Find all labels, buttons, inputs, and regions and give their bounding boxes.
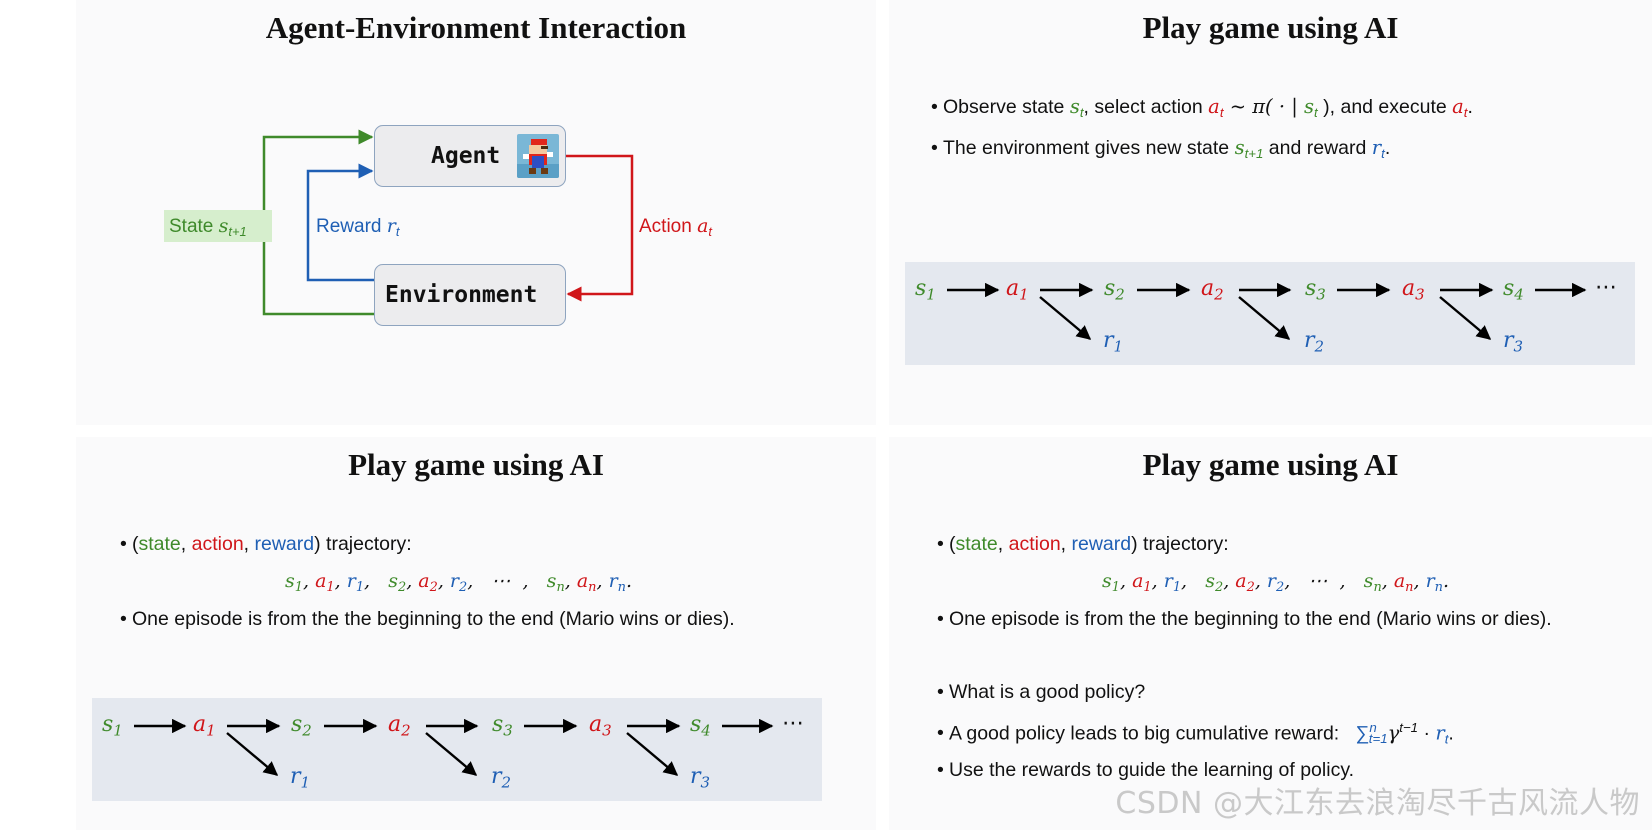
panel-agent-environment: Agent-Environment Interaction Agent [76,0,876,425]
chain-r1: r1 [290,764,311,792]
panel-title: Play game using AI [1142,447,1399,482]
action-arrow [566,154,634,302]
chain-r3: r3 [1503,328,1524,356]
environment-label: Environment [385,282,538,308]
bullet-episode: •One episode is from the the beginning t… [120,608,735,630]
mario-icon [517,134,559,178]
bullet-good-policy-question: •What is a good policy? [937,681,1146,703]
environment-box: Environment [374,264,566,326]
chain-a2: a2 [388,712,411,740]
panel-title: Play game using AI [348,447,604,482]
reward-arrow [306,163,374,282]
bullet-cumulative-reward: •A good policy leads to big cumulative r… [937,720,1454,747]
chain-s1: s1 [915,276,936,304]
chain-s2: s2 [1104,276,1125,304]
chain-s2: s2 [291,712,312,740]
trajectory-chain-bottom: s1 a1 r1 s2 a2 r2 s3 a3 r3 s4 ⋯ [92,698,822,801]
trajectory-sequence: s1, a1, r1, s2, a2, r2, ⋯ , sn, an, rn. [285,570,633,595]
chain-s3: s3 [1305,276,1326,304]
chain-s3: s3 [492,712,513,740]
agent-label: Agent [431,143,501,169]
bullet-trajectory: •(state, action, reward) trajectory: [937,533,1229,555]
chain-arrows [947,282,1587,340]
chain-s1: s1 [102,712,123,740]
chain-arrows [134,718,774,776]
state-label: State st+1 [169,215,247,239]
sum-symbol: ∑ [1355,722,1370,745]
reward-label: Reward rt [316,215,400,239]
trajectory-chain-top: s1 a1 r1 s2 a2 r2 s3 a3 r3 s4 ⋯ [905,262,1635,365]
watermark: CSDN @大江东去浪淘尽千古风流人物 [1115,786,1640,821]
bullet-use-rewards: •Use the rewards to guide the learning o… [937,759,1355,781]
trajectory-sequence: s1, a1, r1, s2, a2, r2, ⋯ , sn, an, rn. [1102,570,1450,595]
bullet-observe: •Observe state st, select action at ~ π(… [931,95,1473,120]
chain-r1: r1 [1103,328,1124,356]
chain-a1: a1 [193,712,216,740]
chain-s4: s4 [690,712,711,740]
chain-a3: a3 [589,712,612,740]
chain-ellipsis: ⋯ [782,710,804,735]
panel-play-game-3: Play game using AI •(state, action, rewa… [889,437,1652,830]
chain-nodes: s1 a1 r1 s2 a2 r2 s3 a3 r3 s4 ⋯ [92,698,822,801]
panel-title: Play game using AI [1142,10,1399,45]
chain-nodes: s1 a1 r1 s2 a2 r2 s3 a3 r3 s4 ⋯ [905,262,1635,365]
panel-title: Agent-Environment Interaction [265,10,687,45]
bullet-env: •The environment gives new state st+1 an… [931,136,1391,161]
state-label-box [164,210,272,242]
chain-a2: a2 [1201,276,1224,304]
chain-ellipsis: ⋯ [1595,274,1617,299]
bullet-trajectory: •(state, action, reward) trajectory: [120,533,412,555]
action-label: Action at [639,215,713,239]
chain-s4: s4 [1503,276,1524,304]
chain-a1: a1 [1006,276,1029,304]
chain-r2: r2 [491,764,512,792]
chain-r2: r2 [1304,328,1325,356]
chain-a3: a3 [1402,276,1425,304]
chain-r3: r3 [690,764,711,792]
agent-box: Agent [374,125,566,187]
bullet-episode: •One episode is from the the beginning t… [937,608,1552,630]
